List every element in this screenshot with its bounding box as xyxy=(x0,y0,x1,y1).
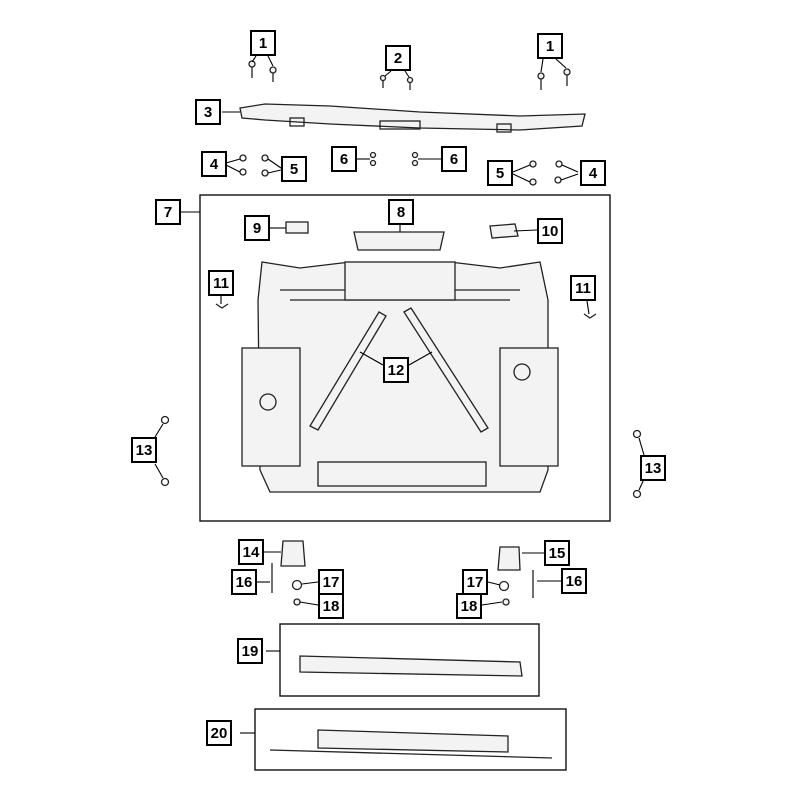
callout-13-left: 13 xyxy=(131,437,157,463)
callout-17-left: 17 xyxy=(318,569,344,595)
callout-12: 12 xyxy=(383,357,409,383)
leader-lines xyxy=(154,55,645,734)
callout-15: 15 xyxy=(544,540,570,566)
callout-19: 19 xyxy=(237,638,263,664)
callout-11-left: 11 xyxy=(208,270,234,296)
callout-20: 20 xyxy=(206,720,232,746)
upper-crossmember xyxy=(239,103,586,133)
box-item-20 xyxy=(254,708,567,771)
callout-6-right: 6 xyxy=(441,146,467,172)
callout-6-left: 6 xyxy=(331,146,357,172)
assembly-frame xyxy=(199,194,611,522)
callout-11-right: 11 xyxy=(570,275,596,301)
callout-5-right: 5 xyxy=(487,160,513,186)
lower-shield xyxy=(299,655,523,677)
callout-4-right: 4 xyxy=(580,160,606,186)
bolt-pair-right xyxy=(537,68,571,90)
lower-mount-hardware xyxy=(271,540,534,606)
callout-16-right: 16 xyxy=(561,568,587,594)
callout-5-left: 5 xyxy=(281,156,307,182)
bracket-left xyxy=(285,221,309,234)
clip-left xyxy=(215,303,229,309)
lower-bracket xyxy=(317,729,509,753)
callout-2: 2 xyxy=(385,45,411,71)
side-nuts xyxy=(160,415,642,499)
callout-1-right: 1 xyxy=(537,33,563,59)
diagonal-braces xyxy=(309,307,489,433)
callout-18-right: 18 xyxy=(456,593,482,619)
callout-13-right: 13 xyxy=(640,455,666,481)
callout-16-left: 16 xyxy=(231,569,257,595)
callout-18-left: 18 xyxy=(318,593,344,619)
box-item-19 xyxy=(279,623,540,697)
callout-14: 14 xyxy=(238,539,264,565)
callout-17-right: 17 xyxy=(462,569,488,595)
upper-pad xyxy=(353,231,445,251)
bolt-pair-center xyxy=(379,74,414,90)
callout-10: 10 xyxy=(537,218,563,244)
callout-8: 8 xyxy=(388,199,414,225)
callout-9: 9 xyxy=(244,215,270,241)
bolt-pair-left xyxy=(248,60,277,82)
clip-right xyxy=(583,313,597,319)
callout-3: 3 xyxy=(195,99,221,125)
bracket-right xyxy=(489,223,519,239)
callout-4-left: 4 xyxy=(201,151,227,177)
callout-7: 7 xyxy=(155,199,181,225)
callout-1-left: 1 xyxy=(250,30,276,56)
lower-rail xyxy=(269,749,553,759)
